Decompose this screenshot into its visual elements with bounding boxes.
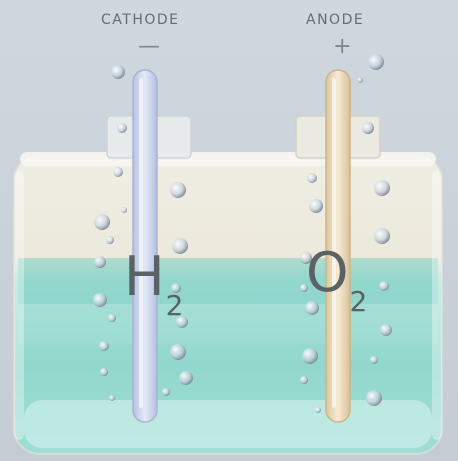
- anode-electrode-tube: [325, 69, 351, 423]
- anode-plus-sign: +: [333, 34, 352, 59]
- water-tank: [13, 152, 443, 455]
- oxygen-bubbles: [300, 54, 392, 413]
- oxygen-symbol: O: [306, 241, 349, 304]
- hydrogen-formula: H2: [124, 250, 183, 320]
- hydrogen-subscript: 2: [165, 289, 184, 322]
- oxygen-formula: O2: [306, 246, 367, 316]
- cathode-electrode-tube: [132, 69, 158, 423]
- anode-label: ANODE: [306, 12, 365, 28]
- oxygen-subscript: 2: [349, 285, 368, 318]
- cathode-minus-sign: —: [138, 34, 160, 59]
- hydrogen-symbol: H: [124, 245, 165, 308]
- hydrogen-bubbles: [93, 65, 193, 401]
- cathode-label: CATHODE: [101, 12, 180, 28]
